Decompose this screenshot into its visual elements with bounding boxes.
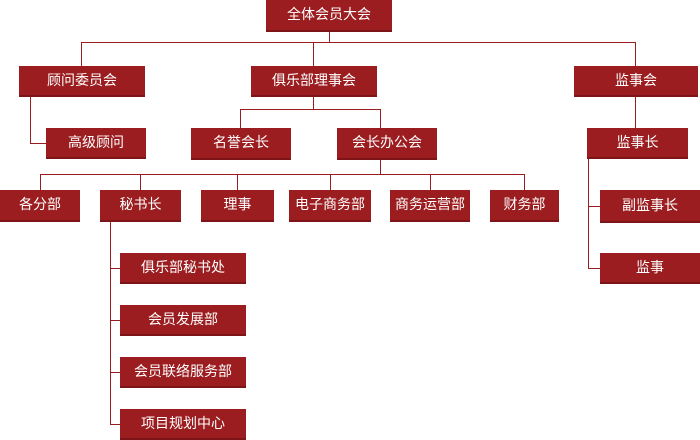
node-honorary-president: 名誉会长	[191, 128, 291, 160]
node-director: 理事	[201, 190, 274, 222]
node-chief-supervisor: 监事长	[587, 128, 688, 159]
node-supervisor: 监事	[600, 253, 700, 284]
node-secretary-general: 秘书长	[100, 190, 181, 222]
node-branches: 各分部	[0, 190, 80, 222]
node-deputy-chief-supervisor: 副监事长	[600, 190, 700, 223]
node-advisory-committee: 顾问委员会	[19, 66, 145, 97]
node-project-planning: 项目规划中心	[120, 409, 246, 440]
node-member-services: 会员联络服务部	[120, 357, 246, 388]
node-secretariat: 俱乐部秘书处	[120, 253, 246, 284]
node-senior-advisor: 高级顾问	[46, 128, 146, 159]
node-board: 俱乐部理事会	[251, 66, 377, 97]
node-supervisory-board: 监事会	[574, 66, 698, 97]
node-president-office: 会长办公会	[337, 128, 437, 160]
node-ecommerce: 电子商务部	[289, 190, 371, 222]
node-member-development: 会员发展部	[120, 305, 246, 336]
node-operations: 商务运营部	[390, 190, 470, 222]
node-finance: 财务部	[490, 190, 559, 222]
node-general-assembly: 全体会员大会	[266, 0, 392, 32]
